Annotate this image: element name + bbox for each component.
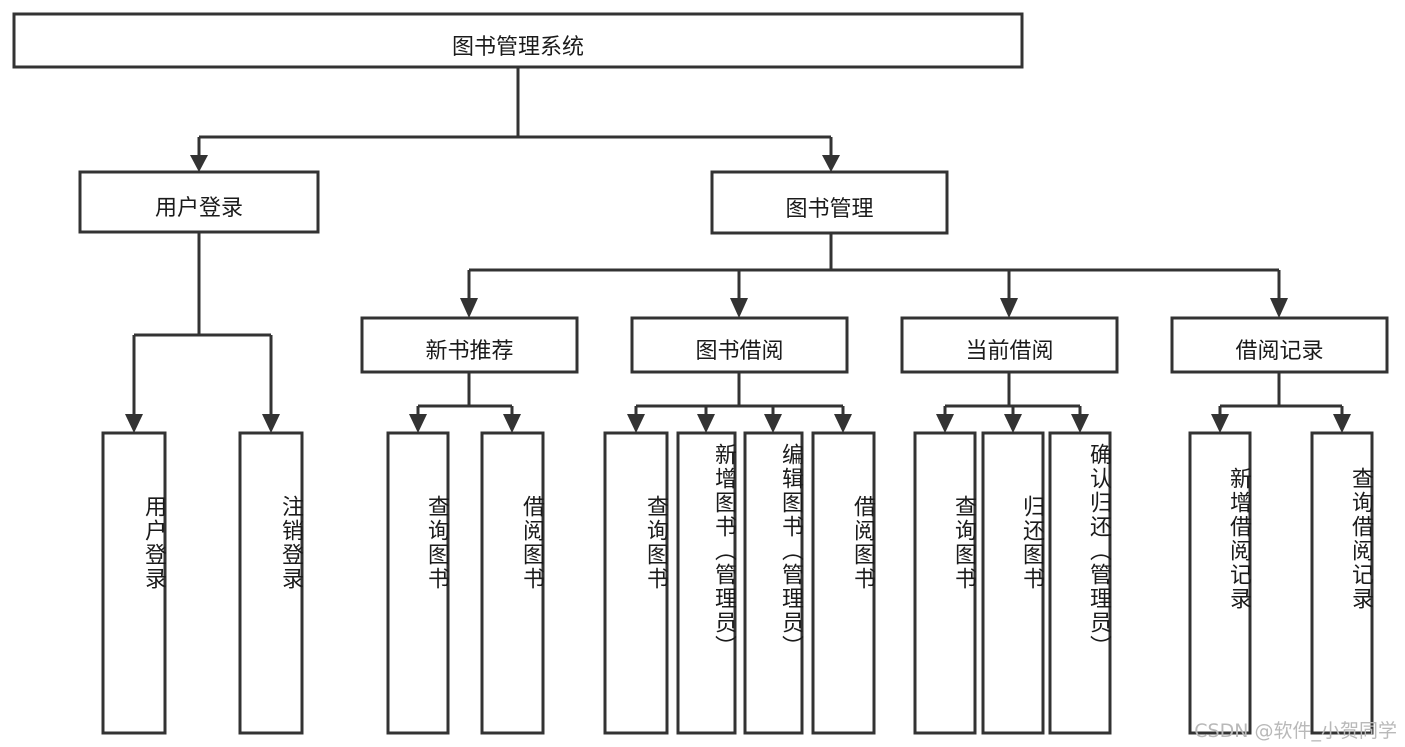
arrowhead-leaf-query-book-1 [409, 414, 427, 433]
leaf-query-borrow-record-box[interactable] [1310, 431, 1374, 735]
arrowhead-leaf-user-logout [262, 414, 280, 433]
arrowhead-leaf-add-book [697, 414, 715, 433]
leaf-user-logout-box[interactable] [238, 431, 304, 735]
leaf-query-book-2-box[interactable] [603, 431, 669, 735]
node-book-borrow-label: 图书借阅 [695, 339, 784, 364]
leaf-return-book-box[interactable] [981, 431, 1045, 735]
arrowhead-leaf-query-book-3 [936, 414, 954, 433]
leaf-borrow-book-1-box[interactable] [480, 431, 545, 735]
node-borrow-record-label: 借阅记录 [1235, 339, 1324, 364]
leaf-add-borrow-record-box[interactable] [1188, 431, 1252, 735]
arrowhead-leaf-borrow-book-1 [503, 414, 521, 433]
leaf-add-book-box[interactable] [676, 431, 737, 735]
arrowhead-book-borrow [730, 298, 748, 318]
arrowhead-leaf-add-borrow-record [1211, 414, 1229, 433]
leaf-confirm-return-box[interactable] [1048, 431, 1112, 735]
node-new-book-recommend-box[interactable] [360, 316, 579, 374]
arrowhead-current-borrow [1000, 298, 1018, 318]
arrowhead-leaf-confirm-return [1071, 414, 1089, 433]
arrowhead-leaf-query-borrow-record [1333, 414, 1351, 433]
node-new-book-recommend-label: 新书推荐 [425, 339, 514, 364]
leaf-edit-book-box[interactable] [743, 431, 804, 735]
arrowhead-book-management [822, 155, 840, 172]
csdn-watermark: CSDN @软件_小贺同学 [1194, 720, 1397, 742]
leaf-user-login-box[interactable] [101, 431, 167, 735]
node-book-borrow-box[interactable] [630, 316, 849, 374]
node-book-management-label: 图书管理 [785, 197, 874, 222]
leaf-borrow-book-2-box[interactable] [811, 431, 876, 735]
arrowhead-leaf-query-book-2 [627, 414, 645, 433]
arrowhead-leaf-edit-book [764, 414, 782, 433]
node-user-login-label: 用户登录 [154, 196, 243, 221]
leaf-query-book-3-box[interactable] [913, 431, 977, 735]
arrowhead-leaf-user-login [125, 414, 143, 433]
node-root-box[interactable] [12, 12, 1024, 69]
arrowhead-user-login [190, 155, 208, 172]
arrowhead-new-book-recommend [460, 298, 478, 318]
leaf-query-book-1-box[interactable] [386, 431, 450, 735]
node-borrow-record-box[interactable] [1170, 316, 1389, 374]
node-root-label: 图书管理系统 [451, 35, 584, 60]
arrowhead-leaf-borrow-book-2 [834, 414, 852, 433]
node-current-borrow-box[interactable] [900, 316, 1119, 374]
node-book-management-box[interactable] [710, 170, 949, 235]
node-current-borrow-label: 当前借阅 [965, 339, 1054, 364]
arrowhead-borrow-record [1270, 298, 1288, 318]
arrowhead-leaf-return-book [1004, 414, 1022, 433]
